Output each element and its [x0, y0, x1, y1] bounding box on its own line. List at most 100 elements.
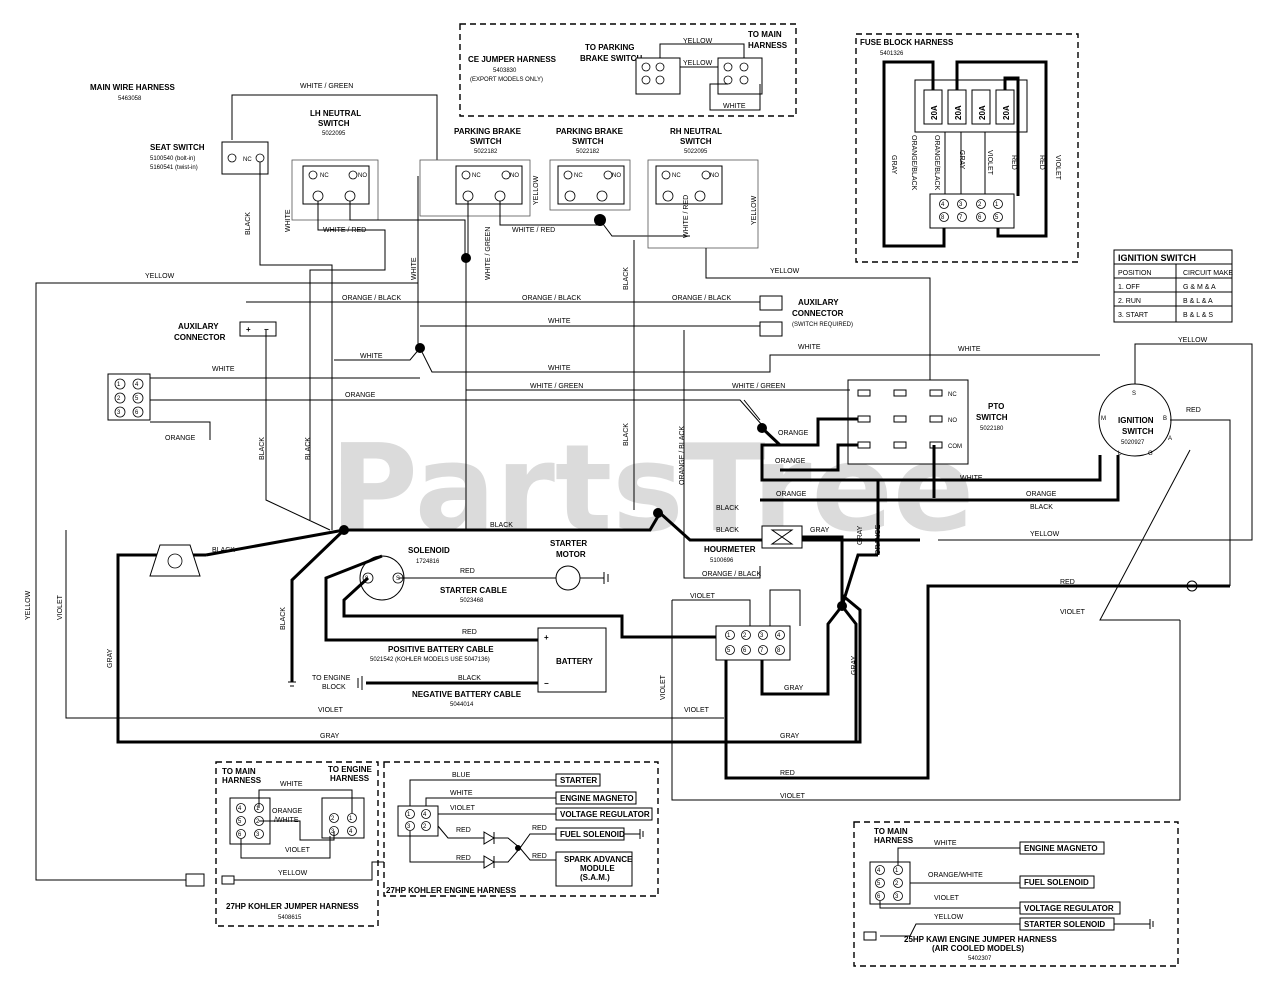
fuse-4: 20A — [1002, 105, 1011, 120]
svg-text:NC: NC — [574, 173, 583, 179]
svg-text:1724816: 1724816 — [416, 559, 440, 565]
svg-text:5020927: 5020927 — [1121, 440, 1145, 446]
svg-text:8: 8 — [941, 215, 945, 221]
svg-text:A: A — [1168, 436, 1172, 442]
wire-gray-1: GRAY — [320, 733, 340, 740]
svg-text:6: 6 — [877, 894, 881, 900]
svg-text:27HP KOHLER ENGINE HARNESS: 27HP KOHLER ENGINE HARNESS — [386, 886, 517, 895]
svg-text:YELLOW: YELLOW — [683, 60, 713, 67]
aux-connector-right: AUXILARY CONNECTOR (SWITCH REQUIRED) — [759, 295, 853, 337]
seat-switch-title: SEAT SWITCH — [150, 143, 205, 152]
svg-text:27HP KOHLER JUMPER HARNESS: 27HP KOHLER JUMPER HARNESS — [226, 902, 359, 911]
svg-text:2: 2 — [895, 881, 899, 887]
ignition-table-row2-pos: 2. RUN — [1118, 298, 1141, 305]
svg-text:B: B — [1163, 416, 1167, 422]
svg-text:4: 4 — [777, 633, 781, 639]
svg-text:5: 5 — [877, 881, 881, 887]
svg-text:HARNESS: HARNESS — [748, 41, 788, 50]
svg-text:SWITCH: SWITCH — [1122, 427, 1154, 436]
wire-white-red-2: WHITE / RED — [512, 227, 555, 234]
svg-text:SWITCH: SWITCH — [976, 413, 1008, 422]
svg-text:5: 5 — [135, 396, 139, 402]
rh-neutral-switch: RH NEUTRAL SWITCH 5022095 NC NO — [647, 127, 759, 249]
wire-violet-v1: VIOLET — [660, 674, 667, 700]
svg-text:STARTER: STARTER — [560, 776, 597, 785]
svg-text:SWITCH: SWITCH — [572, 137, 604, 146]
svg-text:ORANGE/BLACK: ORANGE/BLACK — [910, 135, 917, 191]
svg-text:WHITE: WHITE — [934, 840, 957, 847]
svg-text:CE JUMPER HARNESS: CE JUMPER HARNESS — [468, 55, 557, 64]
seat-switch-part1: 5100540 (bolt-in) — [150, 156, 195, 162]
svg-text:HARNESS: HARNESS — [222, 776, 262, 785]
svg-text:VIOLET: VIOLET — [934, 895, 960, 902]
svg-text:3: 3 — [895, 894, 899, 900]
wire-white-h1: WHITE — [960, 475, 983, 482]
svg-text:1: 1 — [407, 812, 411, 818]
wire-black-v5: BLACK — [280, 607, 287, 630]
wire-yellow-left-top: YELLOW — [145, 273, 175, 280]
ignition-table-header-circuit: CIRCUIT MAKE — [1183, 270, 1233, 277]
wire-violet-2: VIOLET — [780, 793, 806, 800]
svg-text:STARTER SOLENOID: STARTER SOLENOID — [1024, 920, 1105, 929]
wire-white-h5: WHITE — [798, 344, 821, 351]
svg-text:VIOLET: VIOLET — [1054, 155, 1061, 181]
ignition-table-title: IGNITION SWITCH — [1118, 253, 1196, 263]
svg-text:FUSE BLOCK HARNESS: FUSE BLOCK HARNESS — [860, 38, 954, 47]
wire-white-h7: WHITE — [212, 366, 235, 373]
svg-text:5408615: 5408615 — [278, 915, 302, 921]
ignition-table-row1-pos: 1. OFF — [1118, 284, 1140, 291]
svg-text:VIOLET: VIOLET — [285, 847, 311, 854]
wire-white-v: WHITE — [411, 257, 418, 280]
svg-text:VOLTAGE REGULATOR: VOLTAGE REGULATOR — [1024, 904, 1114, 913]
svg-text:YELLOW: YELLOW — [683, 38, 713, 45]
wire-white-h4: WHITE — [548, 365, 571, 372]
wire-ob-v: ORANGE / BLACK — [679, 426, 686, 485]
ce-jumper-harness: CE JUMPER HARNESS 5403830 (EXPORT MODELS… — [459, 23, 797, 117]
ignition-table-row1-circuit: G & M & A — [1183, 284, 1216, 291]
ignition-table: IGNITION SWITCH POSITION CIRCUIT MAKE 1.… — [1113, 249, 1233, 323]
svg-text:CONNECTOR: CONNECTOR — [792, 309, 844, 318]
svg-text:MOTOR: MOTOR — [556, 550, 586, 559]
svg-text:5403830: 5403830 — [493, 68, 517, 74]
svg-text:+: + — [544, 633, 549, 642]
fuse-3: 20A — [978, 105, 987, 120]
wire-black-5: BLACK — [716, 527, 739, 534]
wire-gray-v3: GRAY — [851, 655, 858, 675]
wire-yellow-rh: YELLOW — [751, 195, 758, 225]
fuse-2: 20A — [954, 105, 963, 120]
svg-text:(SWITCH REQUIRED): (SWITCH REQUIRED) — [792, 322, 853, 328]
neg-cable-block: BLOCK — [322, 684, 346, 691]
wire-violet-1: VIOLET — [690, 593, 716, 600]
svg-text:SWITCH: SWITCH — [318, 119, 350, 128]
wire-black-v2: BLACK — [259, 437, 266, 460]
svg-text:LH NEUTRAL: LH NEUTRAL — [310, 109, 361, 118]
svg-text:M: M — [1101, 416, 1106, 422]
wire-black-6: BLACK — [458, 675, 481, 682]
svg-text:ENGINE MAGNETO: ENGINE MAGNETO — [560, 794, 634, 803]
wire-ob-h: ORANGE / BLACK — [702, 571, 761, 578]
battery: + − BATTERY — [537, 627, 607, 693]
wire-red-5: RED — [462, 629, 477, 636]
wire-white-red-1: WHITE / RED — [323, 227, 366, 234]
svg-text:(EXPORT MODELS ONLY): (EXPORT MODELS ONLY) — [470, 77, 543, 83]
svg-text:RED: RED — [1038, 155, 1045, 170]
ignition-table-header-position: POSITION — [1118, 270, 1151, 277]
wire-violet-3: VIOLET — [1060, 609, 1086, 616]
svg-text:(AIR COOLED MODELS): (AIR COOLED MODELS) — [932, 944, 1024, 953]
svg-text:NC: NC — [472, 173, 481, 179]
wire-black-1: BLACK — [1030, 504, 1053, 511]
svg-text:MODULE: MODULE — [580, 864, 615, 873]
svg-text:HARNESS: HARNESS — [874, 836, 914, 845]
svg-text:SWITCH: SWITCH — [680, 137, 712, 146]
wire-black-2: BLACK — [212, 547, 235, 554]
svg-text:3: 3 — [256, 832, 260, 838]
neg-cable-to-engine: TO ENGINE — [312, 675, 351, 682]
wire-white-lh: WHITE — [285, 209, 292, 232]
svg-text:5022180: 5022180 — [980, 426, 1004, 432]
wire-gray-v1: GRAY — [107, 648, 114, 668]
neg-cable-part: 5044014 — [450, 702, 474, 708]
svg-text:2: 2 — [978, 202, 982, 208]
svg-text:FUEL SOLENOID: FUEL SOLENOID — [560, 830, 625, 839]
wire-gray-2: GRAY — [780, 733, 800, 740]
